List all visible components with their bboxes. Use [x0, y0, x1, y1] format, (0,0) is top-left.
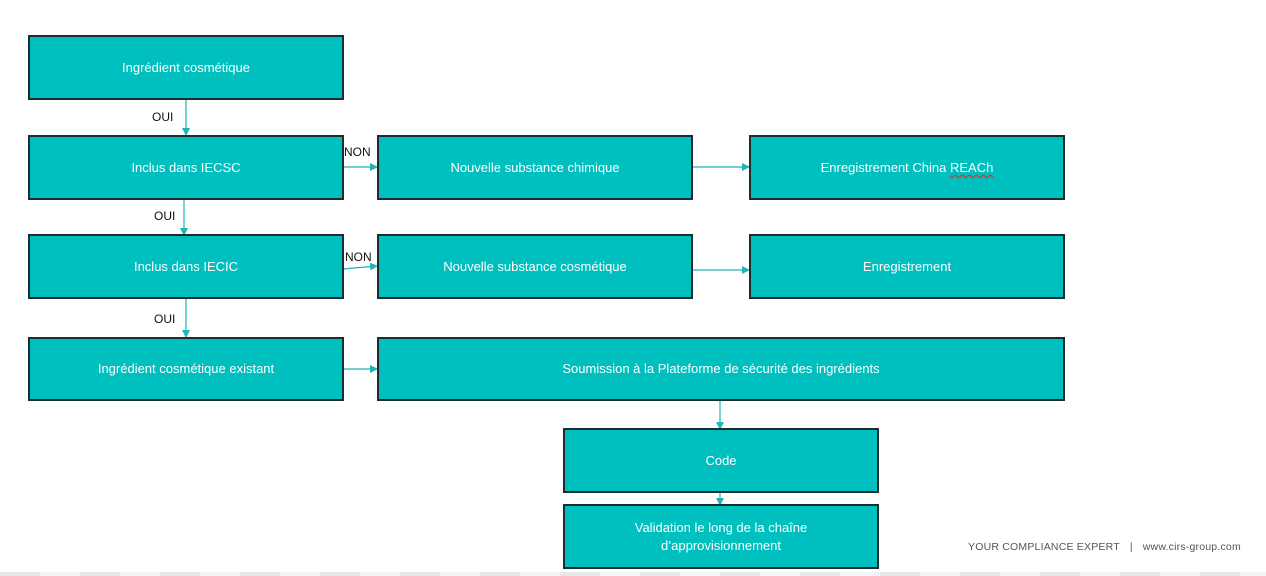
edge-label-oui-2: OUI	[154, 209, 176, 223]
arrow-iecic-to-new-cosmetic	[342, 262, 378, 271]
node-china-reach-word: REACh	[949, 159, 994, 175]
node-new-chemical-label: Nouvelle substance chimique	[450, 159, 620, 175]
footer: YOUR COMPLIANCE EXPERT | www.cirs-group.co…	[968, 541, 1241, 553]
node-ingredient-label: Ingrédient cosmétique	[122, 59, 250, 75]
edge-label-non-1: NON	[344, 145, 371, 159]
edge-label-non-2: NON	[345, 250, 372, 264]
node-submission-label: Soumission à la Plateforme de sécurité d…	[562, 361, 880, 376]
node-new-cosmetic-label: Nouvelle substance cosmétique	[443, 258, 627, 274]
node-registration-label: Enregistrement	[862, 258, 952, 274]
node-china-reach-prefix: Enregistrement China	[820, 159, 950, 175]
footer-tagline: YOUR COMPLIANCE EXPERT	[968, 541, 1120, 553]
node-registration: Enregistrement	[749, 234, 1065, 299]
footer-separator: |	[1129, 541, 1133, 553]
node-validation-line2: d’approvisionnement	[661, 537, 781, 553]
node-submission: Soumission à la Plateforme de sécurité d…	[377, 337, 1065, 401]
node-iecsc-label: Inclus dans IECSC	[131, 159, 241, 175]
node-china-reach-label: Enregistrement China REACh	[821, 159, 994, 177]
bottom-strip	[0, 572, 1266, 576]
node-new-chemical: Nouvelle substance chimique	[377, 135, 693, 200]
node-code: Code	[563, 428, 879, 493]
node-iecic: Inclus dans IECIC	[28, 234, 344, 299]
node-existing-label: Ingrédient cosmétique existant	[97, 361, 275, 376]
node-new-cosmetic: Nouvelle substance cosmétique	[377, 234, 693, 299]
node-china-reach: Enregistrement China REACh	[749, 135, 1065, 200]
footer-website[interactable]: www.cirs-group.com	[1142, 541, 1241, 553]
edge-label-oui-1: OUI	[152, 110, 174, 124]
edge-label-oui-3: OUI	[154, 312, 176, 326]
node-iecsc: Inclus dans IECSC	[28, 135, 344, 200]
node-ingredient: Ingrédient cosmétique	[28, 35, 344, 100]
node-validation-line1: Validation le long de la chaîne	[634, 519, 808, 535]
node-validation: Validation le long de la chaîne d’approv…	[563, 504, 879, 569]
node-existing: Ingrédient cosmétique existant	[28, 337, 344, 401]
node-code-label: Code	[705, 452, 737, 468]
node-iecic-label: Inclus dans IECIC	[133, 258, 239, 274]
